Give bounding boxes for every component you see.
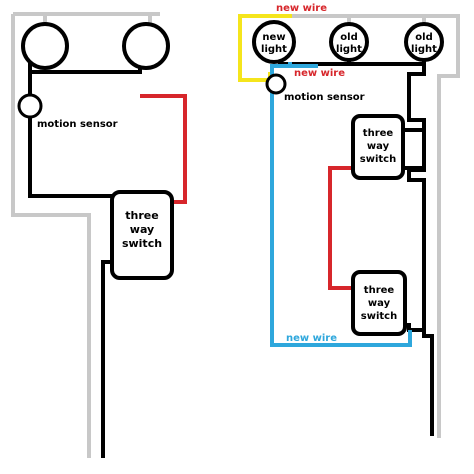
left-red-wire <box>140 94 187 204</box>
right-lower-three-way-switch <box>351 270 407 336</box>
right-black-wire-switch-link <box>404 128 424 170</box>
left-switch-label-line1: three <box>125 209 158 222</box>
right-lower-switch-label-line1: three <box>364 285 395 296</box>
right-old-light-1-label-line2: light <box>336 44 362 55</box>
right-old-light-2 <box>404 22 444 62</box>
left-white-wire <box>11 12 160 458</box>
right-old-light-1-label-line1: old <box>340 32 357 43</box>
right-black-wire-main <box>407 64 434 436</box>
right-lower-switch-label-line3: switch <box>361 311 397 322</box>
right-old-light-2-label-line2: light <box>411 44 437 55</box>
left-light-2 <box>122 22 170 70</box>
right-lower-switch-label-line2: way <box>368 298 391 309</box>
right-red-wire <box>328 166 353 290</box>
right-white-wire <box>292 14 460 438</box>
left-motion-sensor <box>17 93 43 119</box>
right-upper-switch-label-line3: switch <box>360 154 396 165</box>
left-light-1 <box>21 22 69 70</box>
right-diagram: new light old light old light new wire n… <box>238 3 460 438</box>
left-diagram: motion sensor three way switch <box>11 12 187 458</box>
right-motion-sensor <box>265 73 287 95</box>
right-upper-three-way-switch <box>351 114 405 180</box>
right-upper-switch-label-line2: way <box>367 141 390 152</box>
right-upper-switch-label-line1: three <box>363 128 394 139</box>
left-switch-label-line2: way <box>130 223 154 236</box>
left-motion-sensor-label: motion sensor <box>37 119 118 130</box>
right-new-wire-side-label: new wire <box>294 68 345 79</box>
right-new-light-label-line1: new <box>262 32 285 43</box>
right-motion-sensor-label: motion sensor <box>284 92 365 103</box>
left-three-way-switch <box>110 190 174 280</box>
right-old-light-2-label-line1: old <box>415 32 432 43</box>
left-switch-label-line3: switch <box>122 237 162 250</box>
left-black-wire-switch-out <box>101 260 116 458</box>
right-new-wire-bottom-label: new wire <box>286 333 337 344</box>
right-new-wire-top-label: new wire <box>276 3 327 14</box>
left-black-wire-sensor-loop <box>28 72 116 198</box>
right-new-light <box>252 20 296 64</box>
right-old-light-1 <box>329 22 369 62</box>
right-new-light-label-line2: light <box>261 44 287 55</box>
